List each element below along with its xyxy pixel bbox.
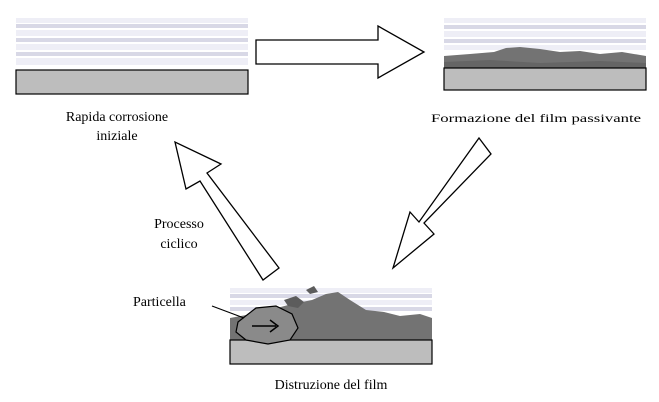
electrolyte-stripes [444, 18, 646, 50]
panel-film-formation [443, 18, 647, 91]
cycle-label-line2: ciclico [160, 237, 197, 252]
electrolyte-stripes [16, 18, 248, 65]
initial-corrosion-label-line2: iniziale [96, 129, 137, 144]
film-debris [306, 286, 318, 294]
panel-film-destruction [229, 286, 433, 365]
initial-corrosion-label-line1: Rapida corrosione [66, 110, 168, 125]
abrasive-particle [235, 305, 299, 345]
passive-film-shading [444, 60, 646, 68]
film-debris [284, 296, 304, 308]
particle-motion-arrow [252, 319, 280, 333]
cycle-label-line1: Processo [154, 217, 204, 232]
panel-initial-corrosion [15, 18, 249, 95]
metal-substrate [229, 339, 433, 365]
film-destruction-label: Distruzione del film [275, 378, 388, 393]
arrow-right [255, 24, 426, 80]
particle-pointer-line [211, 305, 245, 319]
arrow-up-left [174, 140, 280, 281]
metal-substrate [15, 69, 249, 95]
metal-substrate [443, 67, 647, 91]
film-formation-label: Formazione del film passivante [431, 111, 641, 125]
arrow-down-left [391, 136, 492, 270]
particle-label: Particella [133, 295, 187, 310]
